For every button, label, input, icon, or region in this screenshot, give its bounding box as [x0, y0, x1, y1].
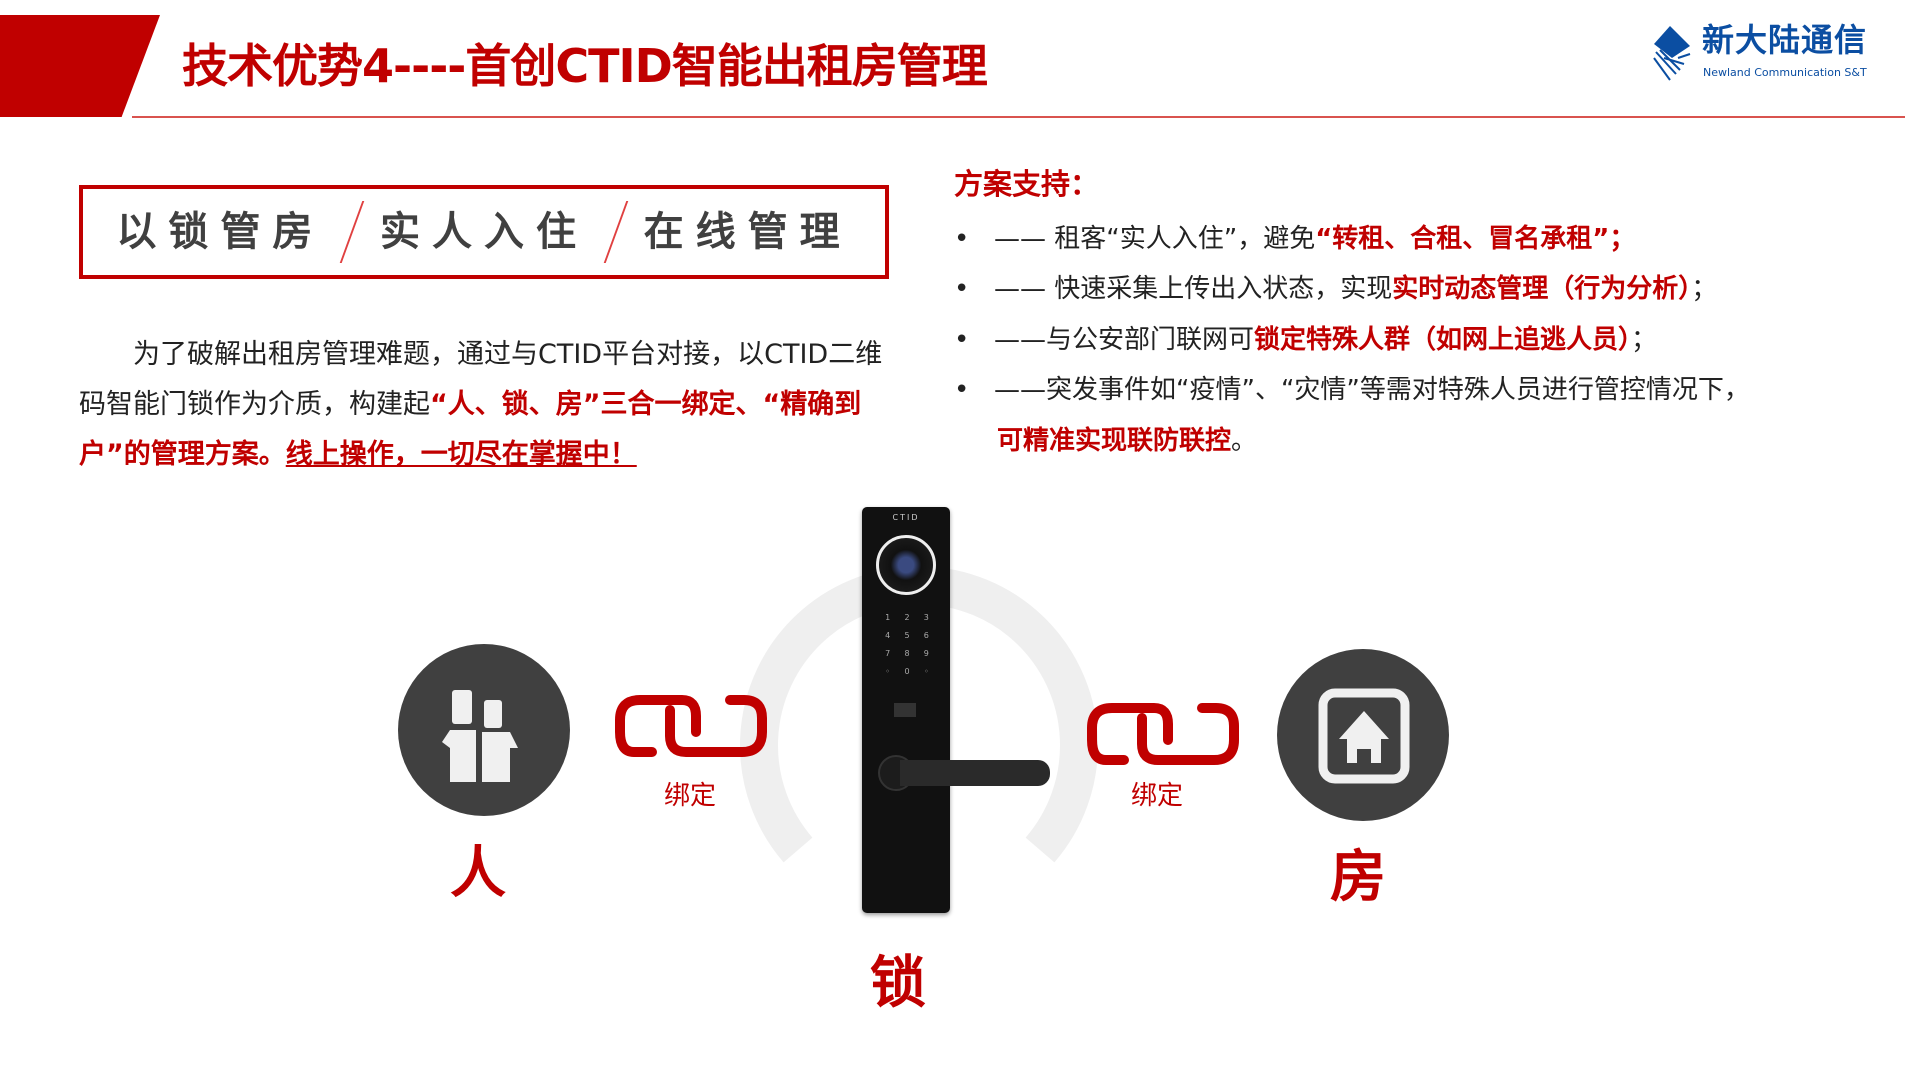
support-item: • —— 快速采集上传出入状态，实现实时动态管理（行为分析）； — [954, 272, 1717, 306]
bind-label-left: 绑定 — [664, 781, 717, 811]
smart-lock-image: CTID 1 2 3 4 5 6 7 8 9 ◦ 0 ◦ — [862, 507, 950, 913]
item-tail: ； — [1631, 325, 1658, 355]
item-highlight: 实时动态管理（行为分析） — [1392, 274, 1692, 304]
house-icon — [1318, 688, 1410, 784]
people-icon — [442, 690, 518, 782]
lock-label: 锁 — [870, 951, 926, 1016]
chain-link-icon — [615, 695, 767, 757]
item-text: —— 快速采集上传出入状态，实现 — [994, 274, 1393, 304]
key-clear-icon: ◦ — [885, 667, 891, 676]
header-divider — [132, 116, 1905, 118]
house-circle — [1277, 649, 1449, 821]
support-title: 方案支持： — [954, 167, 1100, 201]
item-tail: 。 — [1231, 426, 1258, 456]
key: 3 — [923, 613, 929, 622]
key: 4 — [885, 631, 891, 640]
card-reader — [894, 703, 916, 717]
person-label: 人 — [450, 841, 506, 906]
item-text: ——突发事件如“疫情”、“灾情”等需对特殊人员进行管控情况下， — [994, 375, 1750, 405]
key: 8 — [904, 649, 910, 658]
slogan-1: 以锁管房 — [116, 209, 325, 255]
bullet: • — [954, 375, 970, 405]
item-text: —— 租客“实人入住”，避免 — [994, 224, 1316, 254]
keypad: 1 2 3 4 5 6 7 8 9 ◦ 0 ◦ — [878, 613, 936, 677]
lock-brand: CTID — [892, 513, 920, 522]
page-title: 技术优势4----首创CTID智能出租房管理 — [182, 39, 988, 93]
item-highlight: 锁定特殊人群（如网上追逃人员） — [1254, 325, 1632, 355]
logo-diamond-icon — [1653, 26, 1691, 81]
chain-link-icon — [1087, 703, 1239, 765]
bullet: • — [954, 274, 970, 304]
key: 9 — [923, 649, 929, 658]
intro-paragraph: 为了破解出租房管理难题，通过与CTID平台对接，以CTID二维码智能门锁作为介质… — [79, 330, 899, 480]
item-tail: ； — [1691, 274, 1718, 304]
intro-highlight: “人、锁、房”三合一绑定、“精确到户”的管理方案。 — [79, 389, 862, 470]
key: 0 — [904, 667, 910, 676]
camera-icon — [876, 535, 936, 595]
logo-text-cn: 新大陆通信 — [1702, 21, 1868, 59]
logo-text-en: Newland Communication S&T — [1703, 66, 1867, 79]
bullet: • — [954, 325, 970, 355]
slogan-3: 在线管理 — [643, 209, 852, 255]
support-item: • —— 租客“实人入住”，避免“转租、合租、冒名承租”； — [954, 222, 1635, 256]
slogan-divider — [339, 201, 365, 263]
key-confirm-icon: ◦ — [923, 667, 929, 676]
slogan-box: 以锁管房 实人入住 在线管理 — [79, 185, 889, 279]
header-corner-decoration — [0, 15, 160, 117]
item-highlight: 可精准实现联防联控 — [997, 426, 1232, 456]
support-item: • ——突发事件如“疫情”、“灾情”等需对特殊人员进行管控情况下， — [954, 373, 1750, 407]
company-logo: 新大陆通信 Newland Communication S&T — [1650, 22, 1900, 88]
bullet: • — [954, 224, 970, 254]
item-highlight: “转租、合租、冒名承租”； — [1315, 224, 1636, 254]
key: 1 — [885, 613, 891, 622]
slogan-2: 实人入住 — [379, 209, 588, 255]
intro-text: 为了破解出租房管理难题，通过与CTID平台对接，以CTID二维码智能门锁作为介质… — [79, 339, 883, 420]
house-label: 房 — [1330, 845, 1386, 910]
person-circle — [398, 644, 570, 816]
intro-underlined: 线上操作，一切尽在掌握中！ — [285, 439, 637, 470]
lock-handle — [900, 760, 1050, 786]
support-item-continuation: 可精准实现联防联控。 — [997, 424, 1257, 458]
key: 7 — [885, 649, 891, 658]
item-text: ——与公安部门联网可 — [994, 325, 1255, 355]
key: 2 — [904, 613, 910, 622]
support-item: • ——与公安部门联网可锁定特殊人群（如网上追逃人员）； — [954, 323, 1657, 357]
key: 6 — [923, 631, 929, 640]
bind-label-right: 绑定 — [1131, 781, 1184, 811]
key: 5 — [904, 631, 910, 640]
slogan-divider — [603, 201, 629, 263]
